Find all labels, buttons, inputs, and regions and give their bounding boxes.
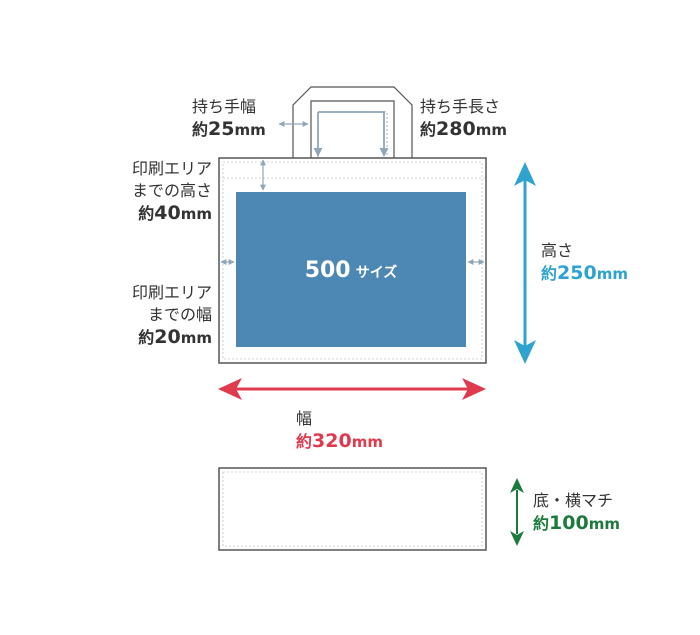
gusset-panel (218, 467, 487, 551)
handle-length-label: 持ち手長さ 約280mm (420, 96, 507, 141)
print-area-label: 500 サイズ (236, 258, 466, 283)
width-value: 320 (312, 430, 352, 452)
print-area-height-value: 40 (154, 202, 181, 224)
gusset-arrow (510, 478, 524, 546)
width-unit: mm (351, 433, 383, 451)
gusset-prefix: 約 (533, 514, 550, 533)
height-unit: mm (596, 265, 628, 283)
print-area-size: 500 (304, 258, 351, 283)
handle-length-prefix: 約 (420, 120, 437, 139)
print-area-suffix: サイズ (355, 265, 398, 281)
gusset-label: 底・横マチ 約100mm (533, 490, 620, 535)
print-area-width-unit: mm (180, 329, 212, 347)
print-area-width-prefix: 約 (138, 328, 155, 347)
height-value: 250 (557, 262, 597, 284)
handle-length-title: 持ち手長さ (420, 97, 501, 116)
gusset-title: 底・横マチ (533, 491, 614, 510)
handle-width-title: 持ち手幅 (192, 97, 257, 116)
print-area-width-value: 20 (154, 326, 181, 348)
height-title: 高さ (541, 241, 574, 260)
width-arrow (218, 378, 486, 400)
handle-length-value: 280 (436, 118, 476, 140)
width-prefix: 約 (296, 432, 313, 451)
handle-outline (292, 86, 413, 158)
handle-width-unit: mm (234, 121, 266, 139)
height-arrow (514, 162, 536, 364)
print-area-height-title2: までの高さ (131, 181, 212, 200)
height-label: 高さ 約250mm (541, 240, 628, 285)
print-area-width-title1: 印刷エリア (131, 283, 212, 302)
print-area (236, 192, 466, 347)
print-area-height-title1: 印刷エリア (131, 159, 212, 178)
handle-width-label: 持ち手幅 約25mm (192, 96, 266, 141)
handle-length-arrow-right (318, 111, 389, 157)
print-area-width-title2: までの幅 (147, 305, 212, 324)
handle-width-prefix: 約 (192, 120, 209, 139)
height-prefix: 約 (541, 264, 558, 283)
width-title: 幅 (296, 409, 313, 428)
gusset-inner-seam (222, 471, 483, 547)
gusset-unit: mm (588, 515, 620, 533)
print-area-height-label: 印刷エリア までの高さ 約40mm (100, 158, 212, 225)
print-area-width-label: 印刷エリア までの幅 約20mm (100, 282, 212, 349)
width-label: 幅 約320mm (296, 408, 383, 453)
print-area-height-unit: mm (180, 205, 212, 223)
handle-length-unit: mm (475, 121, 507, 139)
print-area-height-prefix: 約 (138, 204, 155, 223)
gusset-value: 100 (549, 512, 589, 534)
handle-width-value: 25 (208, 118, 235, 140)
